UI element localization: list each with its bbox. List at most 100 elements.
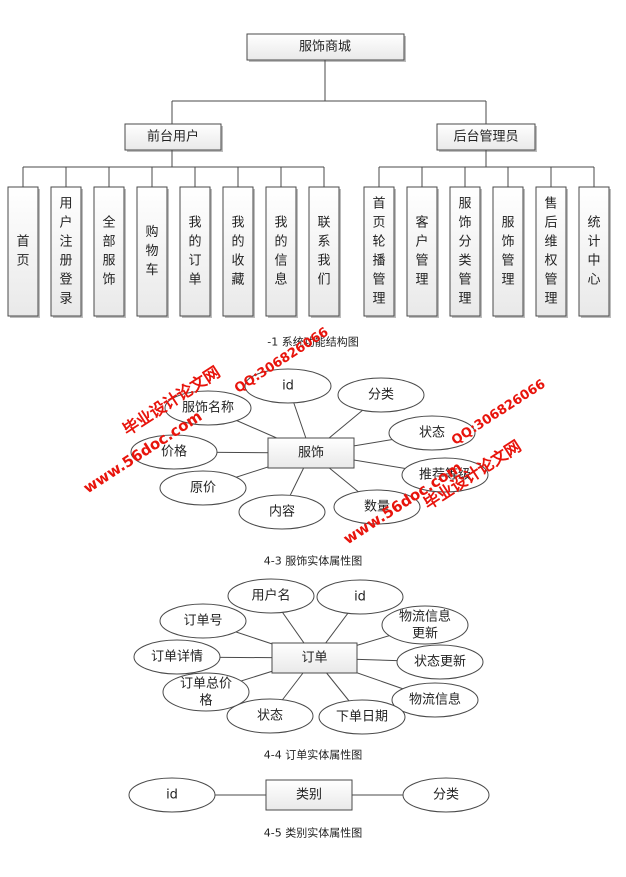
er_clothing-attribute-ellipse <box>388 415 476 451</box>
er_order-attribute-ellipse <box>316 579 404 615</box>
er_order-entity-label: 订单 <box>301 651 327 666</box>
tree-leaf-box <box>308 186 340 317</box>
er_category-attribute-ellipse <box>402 777 490 813</box>
er_clothing-attribute-ellipse <box>159 470 247 506</box>
tree-leaf-char: 的 <box>188 234 201 250</box>
tree-leaf-box <box>492 186 524 317</box>
er_category-entity-box <box>265 779 353 811</box>
tree-leaf-char: 管 <box>415 254 428 269</box>
tree-leaf-char: 管 <box>501 254 514 269</box>
tree-leaf-char: 册 <box>59 254 72 269</box>
tree-leaf-box <box>449 186 481 317</box>
tree-leaf-char: 我 <box>274 216 287 231</box>
er_clothing-attribute-ellipse <box>337 377 425 413</box>
tree-leaf-box <box>93 186 125 317</box>
er_clothing-attribute-ellipse <box>244 368 332 404</box>
er_order-attribute-label: 订单号 <box>183 614 222 629</box>
tree-leaf-char: 收 <box>231 254 244 269</box>
tree-leaf-box <box>535 186 567 317</box>
tree-leaf-box <box>406 186 438 317</box>
tree-leaf-char: 全 <box>102 215 115 231</box>
tree-leaf-char: 页 <box>372 216 385 231</box>
tree-branch-label-0: 前台用户 <box>147 129 199 145</box>
tree-leaf-char: 中 <box>587 254 600 269</box>
er_order-attribute-label: 物流信息 <box>409 692 461 708</box>
tree-leaf-char: 息 <box>274 272 287 288</box>
er_clothing-entity-box <box>267 437 355 469</box>
er_category-attribute-label: 分类 <box>433 788 459 803</box>
tree-leaf-char: 我 <box>231 216 244 231</box>
tree-leaf-box <box>136 186 168 317</box>
er_order-attribute-label: 下单日期 <box>336 710 388 725</box>
er_clothing-attribute-label: 原价 <box>190 481 216 496</box>
tree-leaf-box <box>179 186 211 317</box>
er_order-attribute-label: 更新 <box>412 626 438 642</box>
er-category-caption: 4-5 类别实体属性图 <box>264 826 362 840</box>
er_clothing-attribute-label: 内容 <box>269 504 295 520</box>
er_order-attribute-label: 状态 <box>257 709 283 724</box>
tree-leaf-char: 理 <box>458 292 471 307</box>
tree-leaf-char: 售 <box>544 196 557 212</box>
tree-leaf-char: 饰 <box>501 235 514 250</box>
tree-leaf-char: 订 <box>188 254 201 269</box>
er_clothing-attribute-label: 价格 <box>161 444 187 460</box>
er_order-attribute-label: 格 <box>199 693 212 709</box>
er_order-entity-box <box>271 642 358 674</box>
tree-leaf-char: 车 <box>145 262 158 278</box>
tree-leaf-box <box>222 186 254 317</box>
er-clothing-caption: 4-3 服饰实体属性图 <box>264 554 362 568</box>
tree-leaf-box <box>50 186 82 317</box>
er_order-attribute-label: 用户名 <box>251 588 290 604</box>
er_order-attribute-label: id <box>354 590 366 605</box>
tree-leaf-char: 信 <box>274 254 287 269</box>
tree-leaf-char: 购 <box>145 224 158 240</box>
tree-branch-label-1: 后台管理员 <box>453 130 518 145</box>
er_order-attribute-label: 订单详情 <box>151 650 203 665</box>
tree-leaf-char: 联 <box>317 216 330 231</box>
tree-leaf-char: 的 <box>231 234 244 250</box>
tree-leaf-char: 我 <box>188 216 201 231</box>
tree-leaf-char: 管 <box>544 273 557 288</box>
er_order-attribute-ellipse <box>396 644 484 680</box>
tree-leaf-char: 理 <box>544 292 557 307</box>
er_category-attribute-label: id <box>166 788 178 803</box>
er_clothing-attribute-ellipse <box>401 457 489 493</box>
tree-leaf-char: 后 <box>544 216 557 231</box>
er_category-entity-label: 类别 <box>296 788 322 803</box>
tree-leaf-char: 登 <box>59 273 72 288</box>
tree-leaf-char: 部 <box>102 235 115 250</box>
er_order-attribute-label: 物流信息 <box>399 609 451 625</box>
tree-leaf-char: 服 <box>102 254 115 269</box>
tree-leaf-char: 服 <box>501 216 514 231</box>
tree-root-label: 服饰商城 <box>299 40 351 55</box>
er_clothing-entity-label: 服饰 <box>298 446 324 461</box>
tree-leaf-char: 轮 <box>372 235 385 250</box>
tree-leaf-char: 藏 <box>231 273 244 288</box>
er_clothing-attribute-ellipse <box>164 390 252 426</box>
tree-leaf-char: 管 <box>458 273 471 288</box>
tree-leaf-char: 维 <box>544 235 557 250</box>
tree-leaf-char: 播 <box>372 254 385 269</box>
tree-leaf-char: 理 <box>501 273 514 288</box>
tree-leaf-char: 单 <box>188 273 201 288</box>
tree-leaf-char: 的 <box>274 234 287 250</box>
tree-leaf-char: 管 <box>372 273 385 288</box>
tree-leaf-char: 系 <box>317 235 330 250</box>
er_order-attribute-ellipse <box>381 605 469 645</box>
tree-caption: -1 系统功能结构图 <box>267 335 358 349</box>
er_clothing-attribute-label: 状态 <box>419 426 445 441</box>
tree-leaf-char: 户 <box>59 215 72 231</box>
er_order-attribute-label: 状态更新 <box>414 654 466 670</box>
er_clothing-attribute-label: 服饰名称 <box>182 400 234 416</box>
tree-leaf-char: 注 <box>59 235 72 250</box>
er_clothing-attribute-ellipse <box>238 494 326 530</box>
er_clothing-attribute-label: 分类 <box>368 388 394 403</box>
tree-leaf-char: 们 <box>317 273 330 288</box>
er_order-attribute-label: 订单总价 <box>180 677 232 692</box>
tree-leaf-char: 饰 <box>458 216 471 231</box>
er_order-attribute-ellipse <box>391 682 479 718</box>
er_order-attribute-ellipse <box>227 578 315 614</box>
tree-leaf-char: 物 <box>145 244 158 259</box>
er_clothing-attribute-label: 推荐等级 <box>419 467 471 483</box>
